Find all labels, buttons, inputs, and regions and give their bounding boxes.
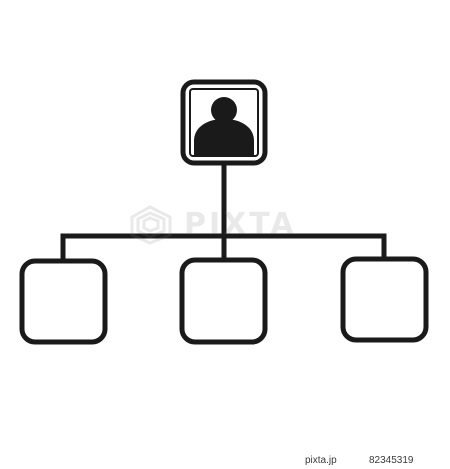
child-node-left (19, 258, 108, 345)
connector-lines (60, 160, 387, 265)
person-icon (194, 97, 254, 156)
watermark: PIXTA (128, 203, 297, 245)
footer-image-id: 82345319 (369, 455, 414, 466)
pixta-logo-icon (130, 205, 172, 245)
child-node-center (179, 257, 268, 345)
child-nodes (19, 256, 429, 345)
footer-bar: pixta.jp 82345319 (0, 447, 450, 469)
watermark-brand-text: PIXTA (184, 206, 297, 242)
footer-site-name: pixta.jp (305, 455, 337, 466)
root-node (180, 79, 268, 166)
child-node-right (340, 256, 429, 343)
